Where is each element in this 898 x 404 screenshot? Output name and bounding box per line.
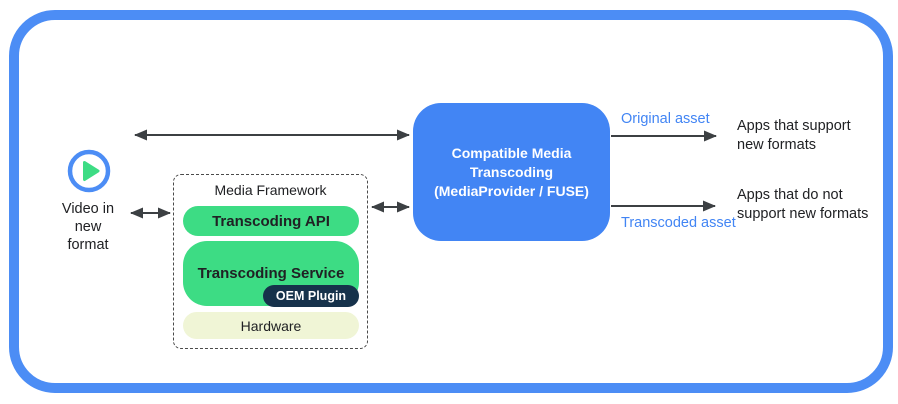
diagram-frame — [9, 10, 893, 393]
transcoding-api-pill: Transcoding API — [183, 206, 359, 236]
media-framework-box: Media Framework Transcoding API Transcod… — [173, 174, 368, 349]
source-label: Video in new format — [61, 201, 115, 253]
media-framework-title: Media Framework — [214, 182, 327, 198]
original-asset-label: Original asset — [621, 111, 710, 127]
hardware-pill: Hardware — [183, 312, 359, 339]
transcoder-box: Compatible Media Transcoding (MediaProvi… — [413, 103, 610, 241]
apps-no-support-label: Apps that do not support new formats — [737, 187, 869, 222]
apps-support-label: Apps that support new formats — [737, 118, 851, 153]
play-icon — [67, 149, 111, 193]
oem-plugin-pill: OEM Plugin — [263, 285, 359, 307]
transcoded-asset-label: Transcoded asset — [621, 215, 736, 231]
